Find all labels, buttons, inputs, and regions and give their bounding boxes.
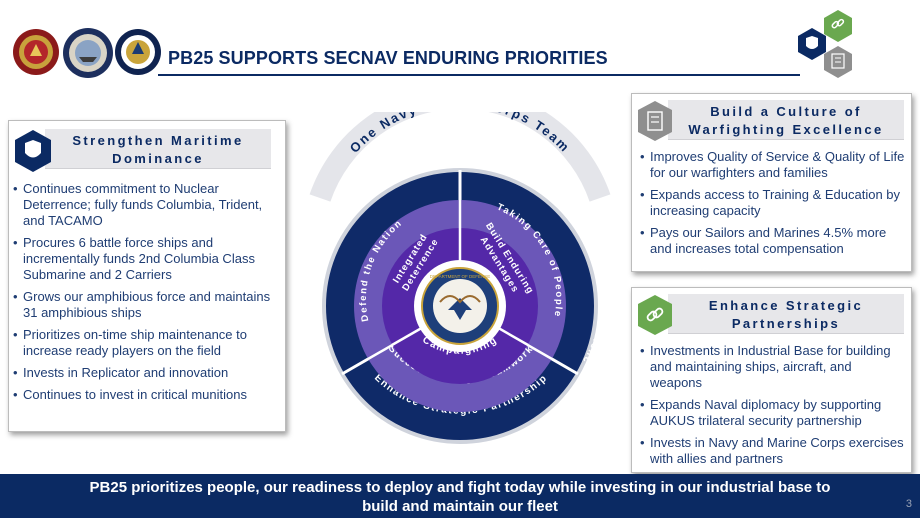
list-item: •Investments in Industrial Base for buil… — [640, 343, 891, 390]
banner-line-1: PB25 prioritizes people, our readiness t… — [89, 479, 831, 496]
chain-link-icon — [824, 10, 852, 42]
panel-build-culture: Build a Culture of Warfighting Excellenc… — [631, 93, 912, 272]
priorities-ring-diagram: One Navy-Marine Corps Team Strengthen Ma… — [300, 112, 611, 444]
panel-title: Strengthen Maritime Dominance — [45, 129, 271, 169]
marine-corps-seal-icon — [13, 29, 59, 75]
list-item: •Expands access to Training & Education … — [640, 187, 901, 218]
list-item: •Procures 6 battle force ships and incre… — [13, 235, 255, 282]
bullet-list: •Improves Quality of Service & Quality o… — [640, 149, 906, 263]
bullet-list: •Continues commitment to Nuclear Deterre… — [13, 181, 279, 409]
department-of-the-navy-seal-icon — [63, 28, 113, 78]
page-title: PB25 SUPPORTS SECNAV ENDURING PRIORITIES — [168, 48, 608, 68]
title-underline — [158, 74, 800, 76]
navy-seal-icon — [115, 29, 161, 75]
outer-arc-label: One Navy-Marine Corps Team — [347, 112, 574, 156]
list-item: •Expands Naval diplomacy by supporting A… — [640, 397, 882, 428]
building-icon — [638, 101, 672, 141]
chain-link-icon — [638, 295, 672, 335]
list-item: •Invests in Replicator and innovation — [13, 365, 229, 380]
center-seal-text: DEPARTMENT OF DEFENSE — [430, 274, 491, 279]
list-item: •Continues commitment to Nuclear Deterre… — [13, 181, 263, 228]
building-icon — [824, 46, 852, 78]
panel-enhance-partnerships: Enhance Strategic Partnerships •Investme… — [631, 287, 912, 473]
list-item: •Invests in Navy and Marine Corps exerci… — [640, 435, 904, 466]
panel-title: Build a Culture of Warfighting Excellenc… — [668, 100, 904, 140]
bullet-list: •Investments in Industrial Base for buil… — [640, 343, 906, 473]
bottom-banner: PB25 prioritizes people, our readiness t… — [0, 474, 920, 518]
priority-icons-cluster — [798, 10, 852, 78]
list-item: •Continues to invest in critical munitio… — [13, 387, 247, 402]
banner-line-2: build and maintain our fleet — [362, 498, 558, 515]
list-item: •Grows our amphibious force and maintain… — [13, 289, 271, 320]
page-number: 3 — [905, 498, 912, 510]
department-of-defense-seal-icon: DEPARTMENT OF DEFENSE — [421, 267, 499, 345]
shield-icon — [798, 28, 826, 60]
shield-icon — [15, 130, 51, 172]
list-item: •Pays our Sailors and Marines 4.5% more … — [640, 225, 887, 256]
outer-team-arc — [309, 112, 611, 202]
panel-strengthen-maritime-dominance: Strengthen Maritime Dominance •Continues… — [8, 120, 286, 432]
panel-title: Enhance Strategic Partnerships — [668, 294, 904, 334]
list-item: •Prioritizes on-time ship maintenance to… — [13, 327, 247, 358]
list-item: •Improves Quality of Service & Quality o… — [640, 149, 905, 180]
